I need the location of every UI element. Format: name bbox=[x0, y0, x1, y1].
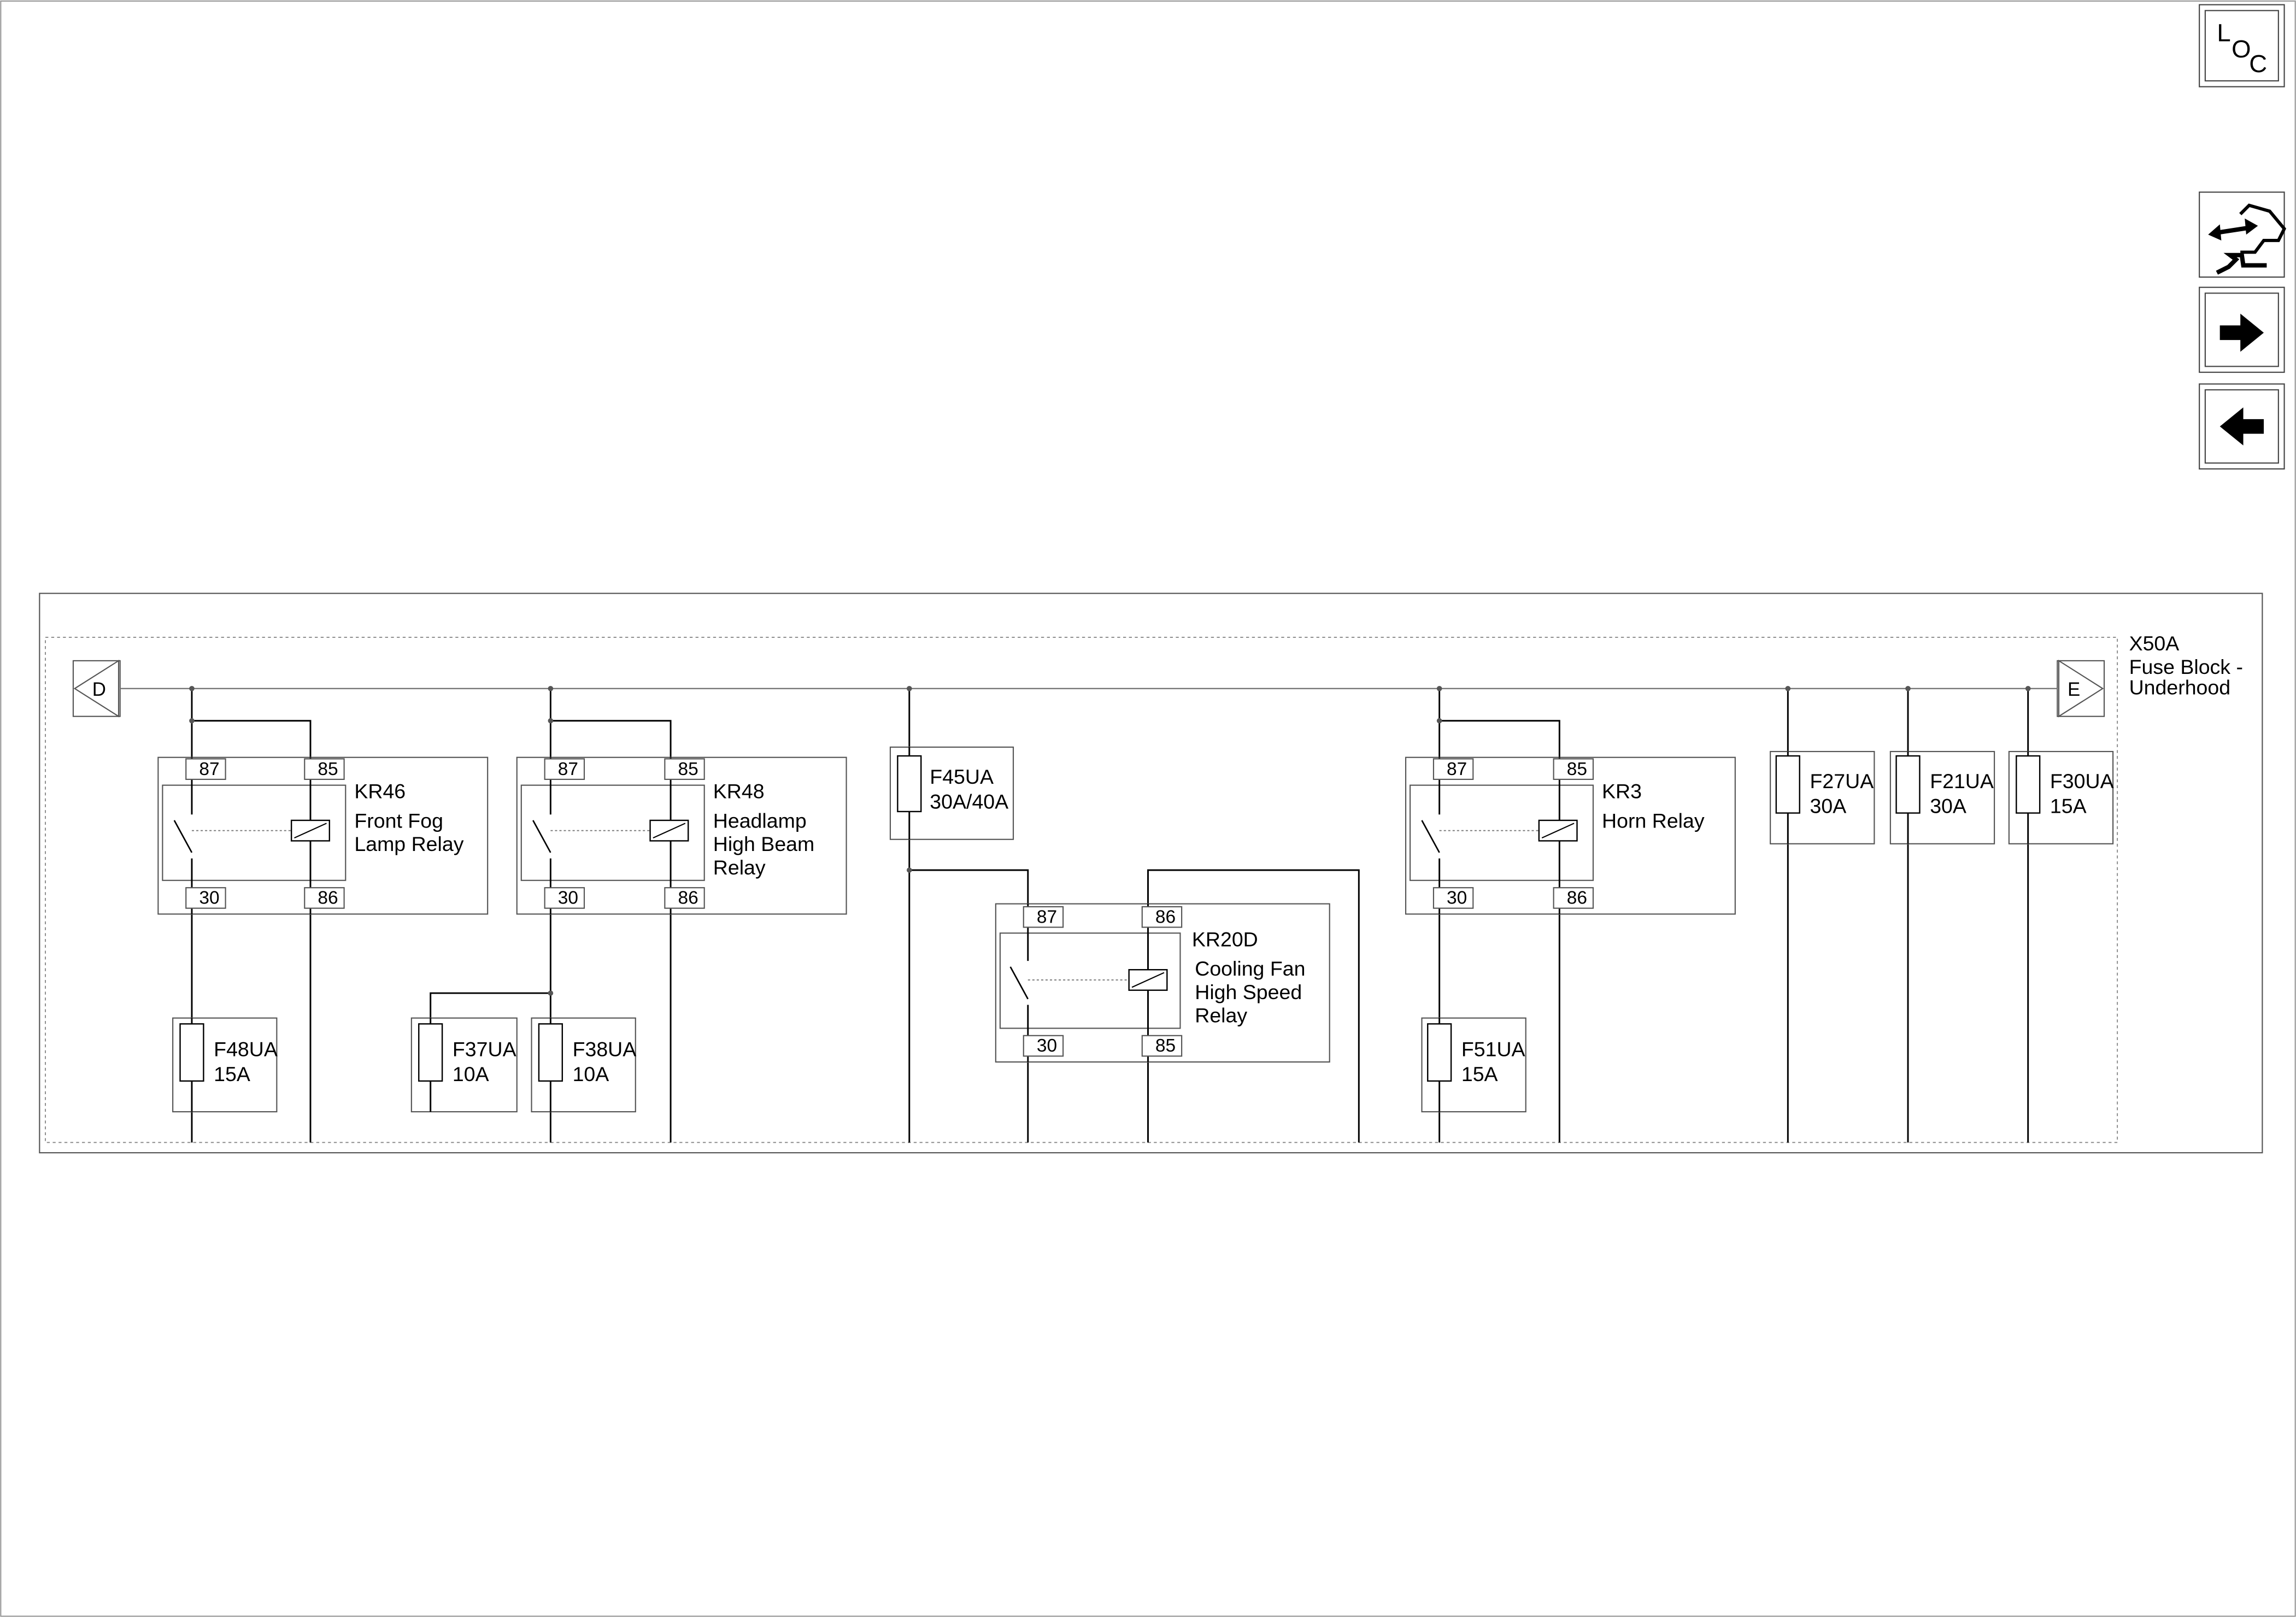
kr20d-pin-30: 30 bbox=[1037, 1036, 1057, 1056]
loc-button[interactable]: L O C bbox=[2199, 4, 2285, 87]
component-view-icon bbox=[2208, 203, 2287, 275]
splice-dot bbox=[906, 867, 912, 873]
kr20d-name-line2: High Speed bbox=[1195, 981, 1302, 1003]
f45ua-rating: 30A/40A bbox=[930, 790, 1008, 813]
splice-dot bbox=[1436, 685, 1442, 691]
splice-dot bbox=[1905, 685, 1911, 691]
splice-dot bbox=[548, 718, 554, 724]
component-view-button[interactable] bbox=[2199, 191, 2287, 278]
fuse-block-label: X50A Fuse Block - Underhood bbox=[2129, 632, 2243, 699]
wire-kr46-85 bbox=[191, 720, 312, 758]
kr46-pin-87: 87 bbox=[199, 759, 219, 779]
kr48-id: KR48 bbox=[713, 780, 765, 803]
kr20d-id: KR20D bbox=[1192, 928, 1258, 950]
f21ua-id: F21UA bbox=[1930, 770, 1994, 793]
f30ua-rating: 15A bbox=[2050, 795, 2087, 818]
splice-dot bbox=[2025, 685, 2031, 691]
splice-dot bbox=[906, 685, 912, 691]
relay-kr20d[interactable]: 87 86 30 85 KR20D Cooling Fan High Speed… bbox=[995, 903, 1330, 1063]
f45ua-id: F45UA bbox=[930, 765, 994, 788]
kr20d-name-line1: Cooling Fan bbox=[1195, 957, 1305, 980]
fuse-block-name-line2: Underhood bbox=[2129, 676, 2231, 699]
fuse-f21ua[interactable]: F21UA 30A bbox=[1889, 750, 1995, 844]
fuse-f27ua[interactable]: F27UA 30A bbox=[1770, 750, 1875, 844]
relay-kr48[interactable]: 87 85 30 86 KR48 Headlamp High Beam Rela… bbox=[516, 756, 847, 915]
loc-letter-o: O bbox=[2232, 35, 2251, 63]
kr46-id: KR46 bbox=[354, 780, 406, 803]
kr20d-name-line3: Relay bbox=[1195, 1004, 1247, 1027]
fuse-f38ua[interactable]: F38UA 10A bbox=[531, 1017, 637, 1113]
f37ua-rating: 10A bbox=[453, 1063, 489, 1085]
loc-letter-l: L bbox=[2217, 19, 2230, 47]
forward-button[interactable] bbox=[2199, 286, 2285, 373]
f48ua-rating: 15A bbox=[214, 1063, 250, 1085]
kr48-name-line2: High Beam bbox=[713, 832, 815, 855]
wire-kr48-85-86 bbox=[550, 720, 672, 1143]
splice-dot bbox=[1785, 685, 1791, 691]
kr3-pin-85: 85 bbox=[1567, 759, 1587, 779]
f21ua-rating: 30A bbox=[1930, 795, 1966, 818]
kr46-pin-85: 85 bbox=[318, 759, 338, 779]
f30ua-id: F30UA bbox=[2050, 770, 2114, 793]
wire-kr20d-87 bbox=[909, 869, 1029, 904]
kr3-pin-87: 87 bbox=[1447, 759, 1467, 779]
fuse-f51ua[interactable]: F51UA 15A bbox=[1421, 1017, 1526, 1113]
connector-e-label: E bbox=[2068, 679, 2080, 700]
relay-kr46[interactable]: 87 85 30 86 KR46 Front Fog Lamp Relay bbox=[157, 756, 489, 915]
fuse-f30ua[interactable]: F30UA 15A bbox=[2008, 750, 2114, 844]
splice-dot bbox=[548, 685, 554, 691]
schematic-outer-frame bbox=[39, 592, 2263, 1154]
kr46-name-line2: Lamp Relay bbox=[354, 832, 463, 855]
fuse-block-name-line1: Fuse Block - bbox=[2129, 655, 2243, 678]
splice-dot bbox=[189, 718, 195, 724]
f27ua-rating: 30A bbox=[1810, 795, 1847, 818]
f27ua-id: F27UA bbox=[1810, 770, 1874, 793]
kr48-pin-30: 30 bbox=[558, 888, 578, 908]
kr3-pin-86: 86 bbox=[1567, 888, 1587, 908]
f38ua-rating: 10A bbox=[573, 1063, 609, 1085]
back-button[interactable] bbox=[2199, 383, 2285, 469]
kr20d-pin-85: 85 bbox=[1155, 1036, 1176, 1056]
kr46-pin-86: 86 bbox=[318, 888, 338, 908]
relay-kr3[interactable]: 87 85 30 86 KR3 Horn Relay bbox=[1405, 756, 1736, 915]
fuse-f48ua[interactable]: F48UA 15A bbox=[172, 1017, 278, 1113]
f51ua-id: F51UA bbox=[1461, 1037, 1525, 1060]
connector-d[interactable]: D bbox=[72, 659, 121, 718]
kr3-name-line1: Horn Relay bbox=[1602, 809, 1705, 832]
splice-dot bbox=[1436, 718, 1442, 724]
f37ua-id: F37UA bbox=[453, 1037, 516, 1060]
kr46-pin-30: 30 bbox=[199, 888, 219, 908]
kr48-pin-85: 85 bbox=[678, 759, 698, 779]
splice-dot bbox=[189, 685, 195, 691]
arrow-left-icon bbox=[2219, 407, 2264, 446]
kr20d-pin-86: 86 bbox=[1155, 907, 1176, 927]
kr48-pin-86: 86 bbox=[678, 888, 698, 908]
kr48-pin-87: 87 bbox=[558, 759, 578, 779]
loc-letter-c: C bbox=[2249, 50, 2267, 78]
f38ua-id: F38UA bbox=[573, 1037, 637, 1060]
splice-dot bbox=[548, 990, 554, 996]
wire-f37ua-feed bbox=[430, 992, 551, 1018]
kr20d-pin-87: 87 bbox=[1037, 907, 1057, 927]
fuse-f45ua[interactable]: F45UA 30A/40A bbox=[889, 746, 1014, 840]
kr48-name-line3: Relay bbox=[713, 856, 766, 879]
kr48-name-line1: Headlamp bbox=[713, 809, 807, 832]
wire-kr3-85-86 bbox=[1439, 720, 1560, 1143]
kr3-pin-30: 30 bbox=[1447, 888, 1467, 908]
wire-kr20d-86 bbox=[1147, 869, 1360, 1143]
connector-e[interactable]: E bbox=[2057, 659, 2105, 718]
f51ua-rating: 15A bbox=[1461, 1063, 1498, 1085]
f48ua-id: F48UA bbox=[214, 1037, 278, 1060]
connector-d-label: D bbox=[92, 679, 106, 700]
kr3-id: KR3 bbox=[1602, 780, 1642, 803]
fuse-block-id: X50A bbox=[2129, 632, 2180, 655]
arrow-right-icon bbox=[2219, 313, 2264, 352]
kr46-name-line1: Front Fog bbox=[354, 809, 443, 832]
fuse-f37ua[interactable]: F37UA 10A bbox=[410, 1017, 518, 1113]
